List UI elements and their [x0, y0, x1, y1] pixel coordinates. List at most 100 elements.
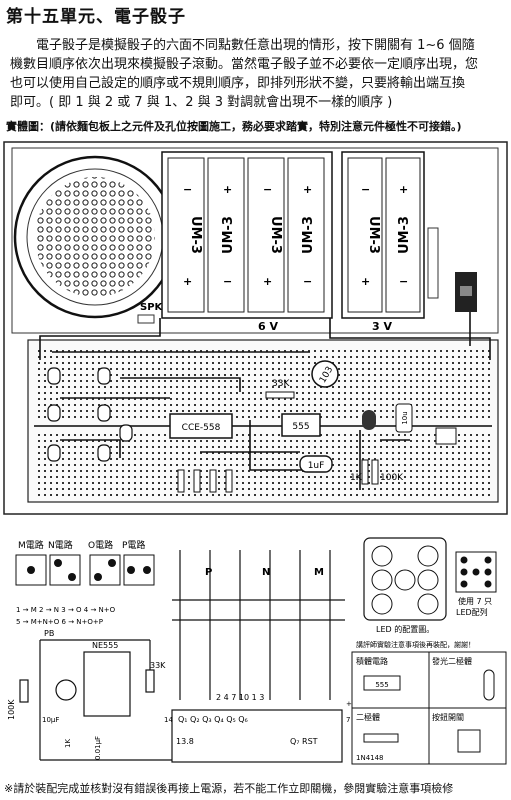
battery-label-1: UM-3: [188, 216, 203, 254]
dice-n: N電路: [48, 539, 81, 586]
label-n: N: [262, 567, 270, 578]
slide-switch: [455, 272, 477, 312]
r33k-resistor: [265, 391, 295, 399]
board-transistor: [362, 410, 376, 430]
battery-3-minus: −: [263, 183, 272, 196]
r1k-sch-label: 1K: [64, 739, 72, 748]
board-leds: [47, 367, 133, 462]
use7-line1: 使用 7 只: [458, 596, 492, 606]
diode-part-number: 1N4148: [356, 754, 384, 762]
r33k-label: 33K: [272, 379, 290, 389]
led-layout: [363, 537, 447, 621]
spk-connector: [137, 314, 155, 324]
speaker: [13, 155, 177, 319]
breadboard: [27, 339, 499, 503]
r100k-label: 100K: [380, 473, 404, 483]
led-layout-caption: LED 的配置圖。: [376, 624, 434, 634]
rst-label: Q₇ RST: [290, 737, 318, 746]
r100k-sch-label: 100K: [7, 699, 16, 720]
spk-label: SPK: [140, 302, 164, 313]
cap-10u-label: 10u: [401, 411, 409, 424]
battery-6-minus: −: [399, 275, 408, 288]
legend-row-1: 1 → M 2 → N 3 → O 4 → N+O: [16, 606, 116, 614]
battery-5-minus: −: [361, 183, 370, 196]
diode-part-label: 二極體: [356, 712, 380, 722]
board-pushbutton: [435, 427, 457, 445]
dice-m: M電路: [15, 539, 47, 586]
cap-1uf-label: 1uF: [308, 461, 325, 471]
battery-box-3v: [341, 151, 425, 319]
battery-1-minus: −: [183, 183, 192, 196]
c001-sch-label: 0.01μF: [94, 736, 102, 760]
battery-label-6: UM-3: [397, 216, 412, 254]
connector-strip: [427, 227, 439, 299]
battery-label-5: UM-3: [366, 216, 381, 254]
c10-sch-label: 10μF: [42, 716, 59, 724]
cap-103: 103: [311, 360, 339, 388]
dice-p-label: P電路: [122, 539, 145, 551]
ic-cce558: CCE-558: [169, 413, 233, 439]
schematic-led-matrix: [171, 550, 345, 763]
pb-label: PB: [44, 629, 54, 638]
intro-paragraph: 電子骰子是模擬骰子的六面不同點數任意出現的情形，按下開關有 1~6 個隨 機數目…: [10, 36, 506, 112]
battery-2-plus: +: [223, 183, 232, 196]
battery-label-2: UM-3: [221, 216, 236, 254]
use7-line2: LED配列: [456, 607, 488, 617]
switch-part-icon: [457, 729, 481, 753]
battery-3-plus: +: [263, 275, 272, 288]
battery-label-4: UM-3: [301, 216, 316, 254]
battery-1-plus: +: [183, 275, 192, 288]
intro-line-2: 機數目順序依次出現來模擬骰子滾動。當然電子骰子並不必要依一定順序出現，您: [10, 57, 479, 72]
ic1-label: CCE-558: [182, 423, 221, 433]
pin-14: 14: [164, 716, 173, 724]
ic-part-icon: [363, 675, 401, 691]
label-p: P: [205, 567, 212, 578]
dice-p: P電路: [122, 539, 155, 586]
label-3v: 3 V: [372, 320, 392, 333]
q-row: Q₁ Q₂ Q₃ Q₄ Q₅ Q₆: [178, 715, 248, 724]
r100k-resistor: [371, 459, 379, 485]
r1k-resistor: [361, 459, 369, 485]
led-part-icon: [483, 669, 495, 701]
battery-6-plus: +: [399, 183, 408, 196]
battery-box-6v: [161, 151, 333, 319]
cap-1uf: 1uF: [299, 455, 333, 473]
diode-part-icon: [363, 733, 399, 743]
schematic-555: [19, 639, 175, 761]
ic-555: 555: [281, 413, 321, 437]
r1k-label: 1K: [350, 473, 363, 483]
dice-o: O電路: [88, 539, 121, 586]
battery-label-3: UM-3: [268, 216, 283, 254]
r33k-sch-label: 33K: [150, 661, 166, 670]
battery-4-plus: +: [303, 183, 312, 196]
label-6v: 6 V: [258, 320, 278, 333]
unit-title: 第十五單元、電子骰子: [6, 7, 186, 27]
note-header: 講評師實驗注意事項後再裝配，謝謝！: [356, 640, 475, 649]
dice-o-label: O電路: [88, 539, 113, 551]
seven-led-dice: [455, 551, 497, 593]
ne555-label: NE555: [92, 641, 118, 650]
ic-part-number: 555: [375, 681, 388, 689]
intro-line-1: 電子骰子是模擬骰子的六面不同點數任意出現的情形，按下開關有 1~6 個隨: [36, 38, 475, 53]
dice-n-label: N電路: [48, 539, 73, 551]
battery-4-minus: −: [303, 275, 312, 288]
pin-7: 7: [346, 716, 350, 724]
dice-m-label: M電路: [18, 539, 44, 551]
figure-instruction: 實體圖：(請依麵包板上之元件及孔位按圖施工，務必要求踏實，特別注意元件極性不可接…: [6, 120, 462, 133]
footer-note: ※請於裝配完成並核對沒有錯誤後再接上電源，若不能工作立即關機，參閱實驗注意事項檢…: [4, 782, 454, 795]
battery-5-plus: +: [361, 275, 370, 288]
legend-row-2: 5 → M+N+O 6 → N+O+P: [16, 618, 103, 626]
cap-10u: 10u: [395, 403, 413, 433]
parts-notes-box: [351, 651, 507, 765]
ic2-label: 555: [292, 422, 309, 432]
label-m: M: [314, 567, 324, 578]
battery-2-minus: −: [223, 275, 232, 288]
intro-line-3: 也可以使用自己設定的順序或不規則順序，即排列形狀不變，只要將輸出端互換: [10, 76, 466, 91]
led-part-label: 發光二極體: [432, 656, 472, 666]
pin-row: 2 4 7 10 1 3: [216, 693, 264, 702]
board-diodes: [177, 469, 233, 493]
switch-part-label: 按鈕開關: [432, 712, 464, 722]
ic-part-label: 積體電路: [356, 656, 388, 666]
intro-line-4: 即可。( 即 1 與 2 或 7 與 1、2 與 3 對調就會出現不一樣的順序 …: [10, 95, 393, 110]
